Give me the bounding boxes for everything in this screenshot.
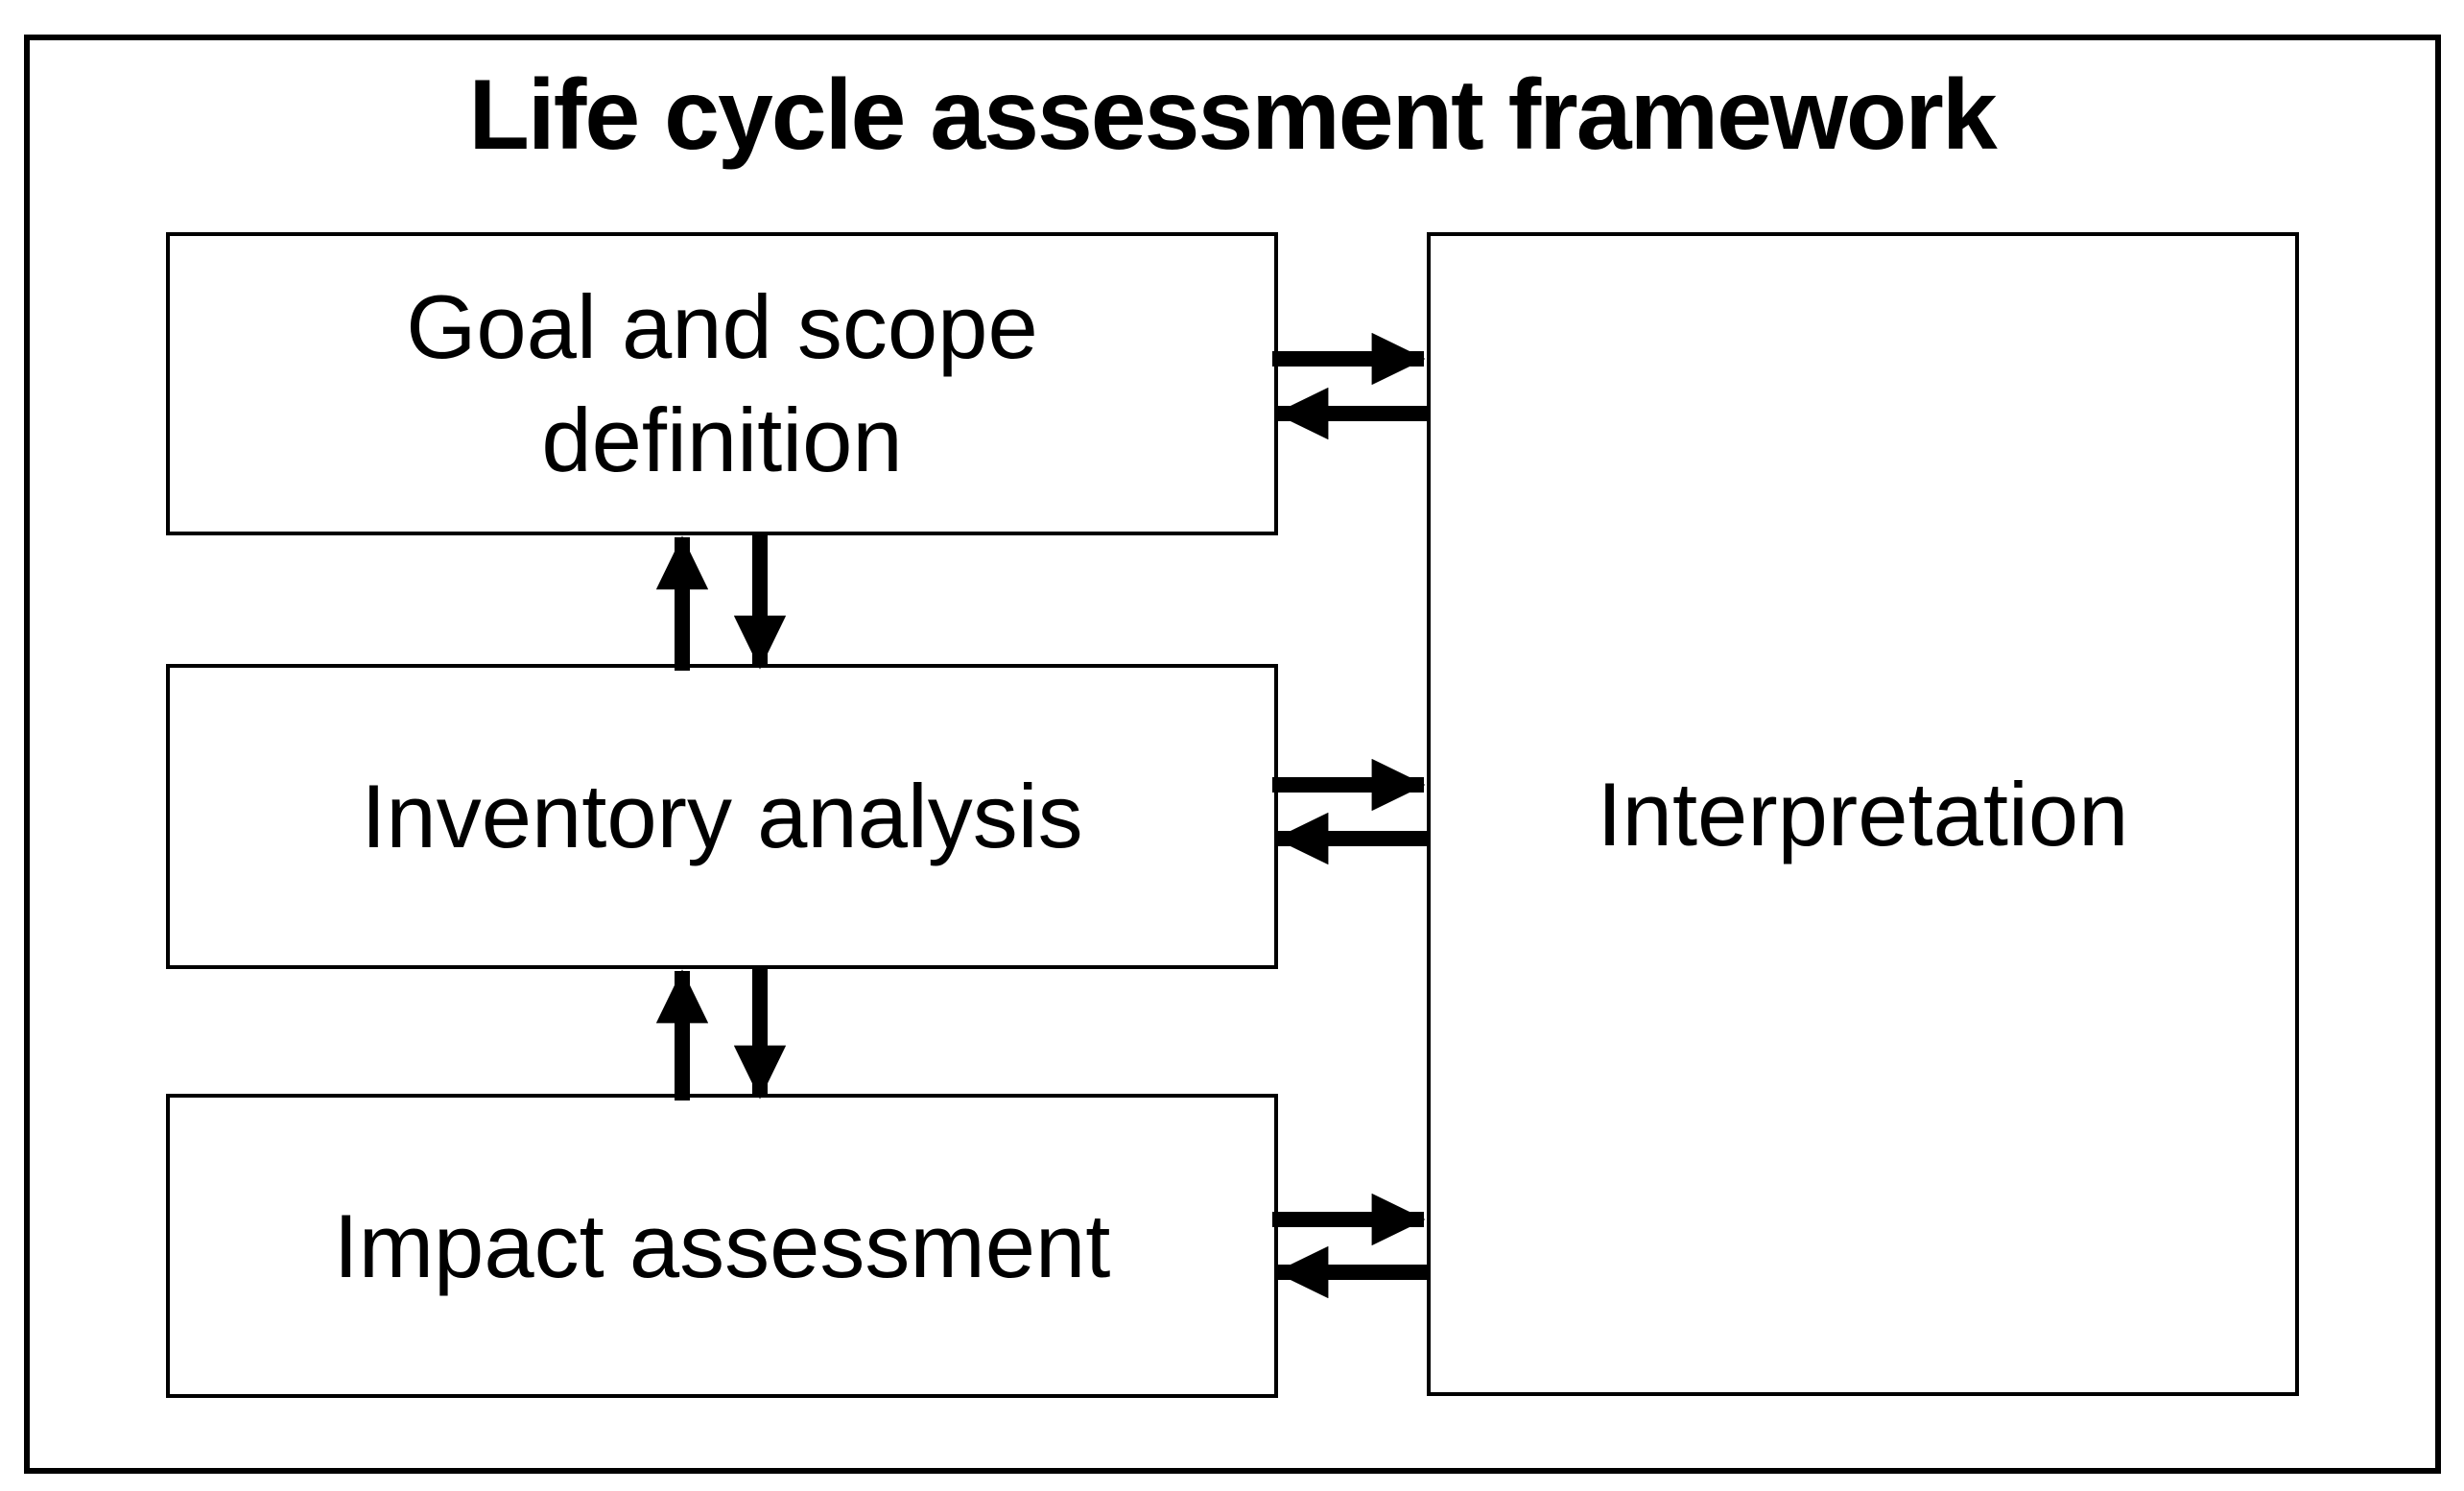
node-inventory-label: Inventory analysis <box>361 766 1083 866</box>
diagram-title: Life cycle assessment framework <box>468 59 1997 171</box>
node-goal-label-line2: definition <box>541 390 903 490</box>
node-goal-label-line1: Goal and scope <box>406 276 1038 377</box>
node-goal-and-scope-definition: Goal and scope definition <box>166 232 1278 535</box>
node-impact-label: Impact assessment <box>333 1195 1111 1296</box>
node-interpretation: Interpretation <box>1427 232 2299 1396</box>
node-interpretation-label: Interpretation <box>1597 763 2129 864</box>
node-impact-assessment: Impact assessment <box>166 1094 1278 1398</box>
node-inventory-analysis: Inventory analysis <box>166 664 1278 969</box>
